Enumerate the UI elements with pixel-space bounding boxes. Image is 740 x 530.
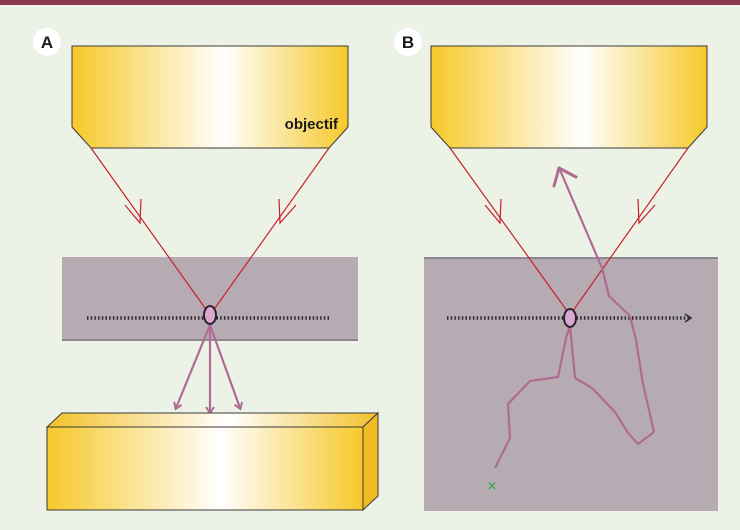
ray-right-arrow — [278, 198, 297, 225]
sample-block — [424, 258, 718, 511]
ray-left — [449, 147, 571, 316]
excitation-rays — [449, 147, 689, 316]
emitted-scatter-arrowhead — [552, 166, 578, 188]
start-marker-icon: × — [487, 479, 498, 494]
detector-slab — [45, 411, 380, 512]
panel-b-badge: B — [394, 28, 422, 56]
badge-label: B — [402, 33, 414, 52]
panel-a-badge: A — [33, 28, 61, 56]
top-bar — [0, 0, 740, 5]
emission-arrows — [173, 324, 244, 415]
ray-left-arrow — [124, 198, 142, 225]
emission-arrow-right — [208, 324, 244, 411]
detector-front — [46, 426, 364, 511]
ray-right — [209, 147, 330, 316]
panel-a: A objectif — [33, 28, 380, 512]
badge-label: A — [41, 33, 53, 52]
objective-lens — [430, 45, 708, 149]
ray-left-arrow — [484, 198, 502, 225]
molecule — [203, 305, 217, 325]
ray-right-arrow — [637, 198, 656, 225]
badge-circle — [33, 28, 61, 56]
excitation-rays — [90, 147, 330, 316]
panel-b: B × — [394, 28, 718, 511]
emitted-scatter-path — [558, 169, 656, 446]
ray-right — [569, 147, 689, 316]
incoming-scatter-path — [494, 325, 572, 469]
molecule — [563, 308, 577, 328]
objective-lens: objectif — [71, 45, 349, 149]
dotted-line-arrowhead — [684, 313, 693, 323]
detector-top — [45, 412, 380, 428]
emission-arrow-left — [173, 324, 212, 411]
ray-left — [90, 147, 211, 316]
objective-label: objectif — [285, 116, 339, 133]
badge-circle — [394, 28, 422, 56]
detector-side — [362, 411, 379, 512]
